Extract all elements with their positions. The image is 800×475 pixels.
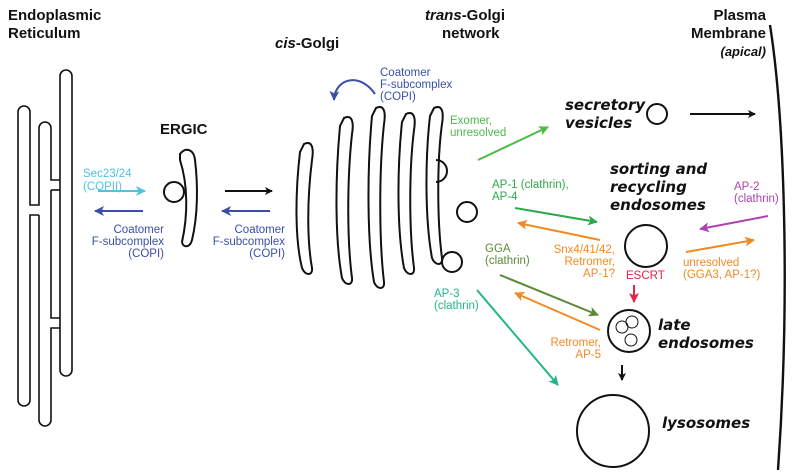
tgn-title-line1: trans-Golgi [425,7,505,24]
exomer-label: Exomer, unresolved [450,115,506,139]
exomer-arrow [477,126,549,161]
ap1-label: AP-1 (clathrin), AP-4 [492,179,569,203]
copii-label-line1: Sec23/24 [83,168,132,180]
copi-ergic-label: Coatomer F-subcomplex (COPI) [213,224,285,260]
snx-label-line1: Snx4/41/42, [554,244,615,256]
pm-title-line2: Membrane [691,25,766,42]
ap1-arrow [514,207,598,226]
retromer-ap5-arrow [514,292,601,331]
gga-label-line1: GGA [485,243,511,255]
ap2-label: AP-2 (clathrin) [734,181,779,205]
ergic-title: ERGIC [160,121,208,138]
secretory-label-1: secretory [565,96,646,114]
retromer-label-line2: AP-5 [575,349,601,361]
ap3-label-line1: AP-3 [434,288,460,300]
copii-label-line2: (COPII) [83,181,122,193]
unresolved-recycling-arrow [685,236,755,253]
copi-er-label-line2: F-subcomplex [92,236,164,248]
copi-golgi-label-line1: Coatomer [380,67,431,79]
golgi-stack [295,106,448,289]
cis-golgi-italic: cis [275,35,296,52]
pm-title-line3: (apical) [720,44,766,59]
ap1-label-line2: AP-4 [492,191,518,203]
copi-ergic-label-line2: F-subcomplex [213,236,285,248]
escrt-label: ESCRT [626,270,665,282]
ap3-arrow [476,289,559,386]
unresolved-label-line1: unresolved [683,257,739,269]
secretory-label-2: vesicles [565,114,632,132]
gga-arrow [499,274,599,317]
gga-label: GGA (clathrin) [485,243,530,267]
unresolved-label-line2: (GGA3, AP-1?) [683,269,761,281]
copi-er-label: Coatomer F-subcomplex (COPI) [92,224,164,260]
sorting-label-1: sorting and [610,160,707,178]
copi-er-label-line3: (COPI) [128,248,164,260]
copii-label: Sec23/24 (COPII) [83,168,132,193]
pm-title-line1: Plasma [713,7,766,24]
tgn-title-line2: network [442,25,500,42]
exomer-label-line1: Exomer, [450,115,492,127]
tgn-vesicle-2 [441,251,463,273]
ergic-structure [163,148,198,248]
tgn-italic: trans [425,7,462,24]
ap2-arrow [699,215,769,233]
snx-label-line2: Retromer, [565,256,616,268]
plasma-membrane [768,24,786,471]
copi-golgi-label-line2: F-subcomplex [380,79,452,91]
late-endosome-label-1: late [658,316,691,334]
sorting-endosome [624,224,668,268]
copi-golgi-label: Coatomer F-subcomplex (COPI) [380,67,452,103]
ap2-label-line2: (clathrin) [734,193,779,205]
ap3-label: AP-3 (clathrin) [434,288,479,312]
snx-label-line3: AP-1? [583,268,615,280]
copi-golgi-arrow [329,79,376,101]
sorting-label-3: endosomes [610,196,706,214]
exomer-label-line2: unresolved [450,127,506,139]
retromer-ap5-label: Retromer, AP-5 [551,337,602,361]
ap2-label-line1: AP-2 [734,181,760,193]
er-title-line1: Endoplasmic [8,7,101,24]
sorting-label-2: recycling [610,178,687,196]
copi-golgi-label-line3: (COPI) [380,91,416,103]
late-endosome-label-2: endosomes [658,334,754,352]
cis-golgi-rest: -Golgi [296,35,339,52]
copi-er-label-line1: Coatomer [114,224,165,236]
snx-retromer-arrow [517,219,601,241]
lysosome-label: lysosomes [662,414,750,432]
lysosome [576,394,650,468]
gga-label-line2: (clathrin) [485,255,530,267]
unresolved-label: unresolved (GGA3, AP-1?) [683,257,761,281]
late-endosome [607,309,651,353]
ap3-label-line2: (clathrin) [434,300,479,312]
snx-label: Snx4/41/42, Retromer, AP-1? [554,244,615,280]
ap1-label-line1: AP-1 (clathrin), [492,179,569,191]
er-tubules [17,69,73,427]
cis-golgi-title: cis-Golgi [275,35,339,52]
tgn-rest: -Golgi [462,7,505,24]
secretory-vesicle [646,103,668,125]
copi-ergic-label-line1: Coatomer [235,224,286,236]
er-title-line2: Reticulum [8,25,81,42]
tgn-vesicle-1 [456,201,478,223]
retromer-label-line1: Retromer, [551,337,602,349]
copi-ergic-label-line3: (COPI) [249,248,285,260]
